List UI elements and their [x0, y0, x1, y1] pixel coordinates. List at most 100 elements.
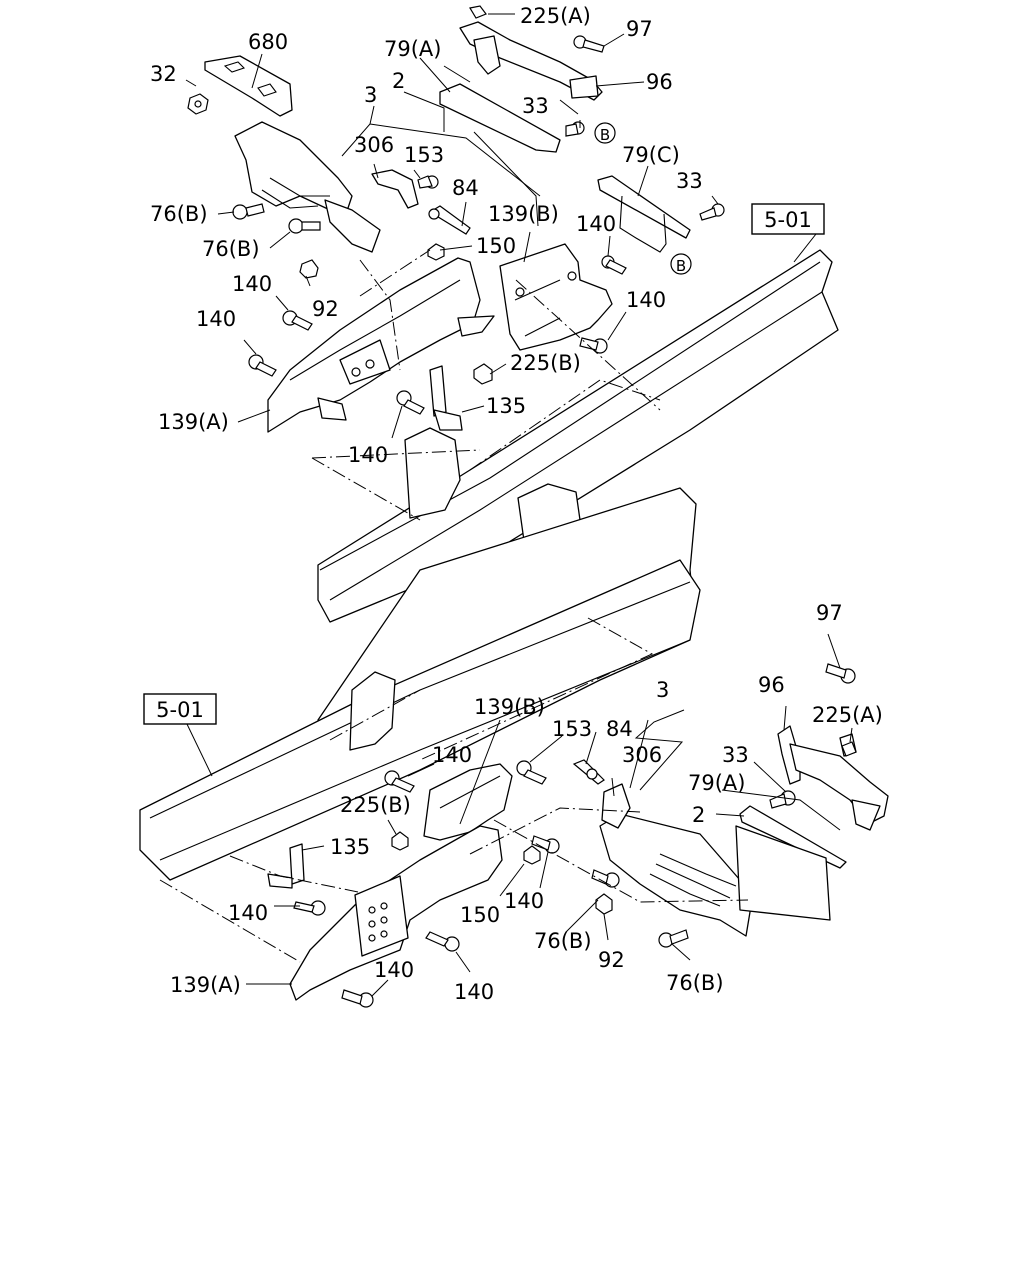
bolt-140-upper-3: [601, 255, 627, 275]
reference-box-lower: 5-01: [143, 693, 217, 725]
callout-153-upper: 153: [404, 143, 444, 167]
callout-225b-upper: 225(B): [510, 351, 581, 375]
callout-76b-lower-1: 76(B): [534, 929, 592, 953]
callout-135-lower: 135: [330, 835, 370, 859]
nut-32: [187, 93, 209, 115]
callout-33-upper: 33: [522, 94, 549, 118]
callout-150-lower: 150: [460, 903, 500, 927]
reference-box-upper: 5-01: [751, 203, 825, 235]
bolt-76b-upper-2: [288, 218, 321, 234]
nut-92-upper: [299, 259, 319, 279]
stud-84-upper: [428, 205, 471, 235]
bracket-79a-lower: [777, 725, 889, 831]
callout-2-lower: 2: [692, 803, 705, 827]
callout-306-upper: 306: [354, 133, 394, 157]
reference-label-lower: 5-01: [156, 698, 204, 722]
callout-32: 32: [150, 62, 177, 86]
bolt-140-upper-4: [579, 337, 608, 354]
callout-140-lower-1: 140: [432, 743, 472, 767]
bracket-139b-upper: [499, 243, 613, 351]
callout-135-upper: 135: [486, 394, 526, 418]
callout-153-lower: 153: [552, 717, 592, 741]
bolt-140-lower-5: [341, 989, 374, 1008]
bolt-153-upper: [417, 175, 439, 189]
centerlines-upper: [311, 249, 661, 521]
bolt-153-lower: [516, 760, 547, 785]
callout-79c: 79(C): [622, 143, 680, 167]
callout-33-clip: 33: [676, 169, 703, 193]
callout-140-lower-3: 140: [228, 901, 268, 925]
bolt-140-lower-2: [531, 835, 560, 854]
callout-92-lower: 92: [598, 948, 625, 972]
clip-79c: [597, 175, 691, 253]
bolt-76b-lower-2: [658, 929, 689, 948]
bolt-33-clip: [699, 203, 725, 221]
callout-76b-lower-2: 76(B): [666, 971, 724, 995]
callout-97-lower: 97: [816, 601, 843, 625]
bolt-140-upper-2: [248, 354, 277, 377]
callout-150-upper: 150: [476, 234, 516, 258]
bolt-33-lower: [769, 790, 796, 809]
bracket-306-upper: [371, 169, 419, 209]
strap-135-upper: [429, 365, 463, 431]
callout-92-upper: 92: [312, 297, 339, 321]
bolt-225a-upper: [469, 5, 487, 19]
bolt-97-upper: [573, 35, 605, 53]
circle-b-label-1: B: [600, 126, 610, 144]
bracket-79a-upper: [459, 21, 603, 101]
plate-2-lower: [735, 805, 847, 921]
callout-140-upper-3: 140: [576, 212, 616, 236]
plate-2-upper: [439, 83, 561, 153]
callout-76b-upper-1: 76(B): [150, 202, 208, 226]
callout-96-upper: 96: [646, 70, 673, 94]
nut-150-upper: [427, 243, 445, 261]
callout-79a-lower: 79(A): [688, 771, 745, 795]
callout-33-lower: 33: [722, 743, 749, 767]
callout-140-lower-4: 140: [454, 980, 494, 1004]
callout-139b-lower: 139(B): [474, 695, 545, 719]
bolt-97-lower: [825, 663, 856, 684]
callout-139a-upper: 139(A): [158, 410, 229, 434]
nut-225b-upper: [473, 363, 493, 385]
callout-140-upper-1: 140: [232, 272, 272, 296]
bolt-140-lower-3: [293, 900, 326, 916]
callout-96-lower: 96: [758, 673, 785, 697]
callout-140-lower-5: 140: [374, 958, 414, 982]
callout-140-upper-4: 140: [626, 288, 666, 312]
callout-139b-upper: 139(B): [488, 202, 559, 226]
circle-b-marker-2: B: [670, 253, 692, 275]
callout-140-lower-2: 140: [504, 889, 544, 913]
mudguard-3-upper: [234, 121, 381, 253]
callout-225a-lower: 225(A): [812, 703, 883, 727]
bolt-140-upper-1: [282, 310, 313, 331]
callout-84-upper: 84: [452, 176, 479, 200]
nut-92-lower: [595, 893, 613, 915]
bolt-76b-lower-1: [591, 869, 620, 888]
bracket-139a-lower: [289, 825, 503, 1001]
callout-140-upper-5: 140: [348, 443, 388, 467]
callout-76b-upper-2: 76(B): [202, 237, 260, 261]
callout-306-lower: 306: [622, 743, 662, 767]
leader-lines: [185, 13, 853, 997]
centerlines-lower: [159, 617, 749, 963]
callout-680: 680: [248, 30, 288, 54]
nut-150-lower: [523, 845, 541, 865]
reference-label-upper: 5-01: [764, 208, 812, 232]
callout-3-upper: 3: [364, 83, 377, 107]
bolt-225a-lower: [841, 741, 857, 757]
bolt-140-lower-1: [384, 770, 415, 793]
bolt-33-upper: [565, 121, 585, 137]
callout-2-upper: 2: [392, 69, 405, 93]
bracket-139a-upper: [267, 257, 495, 433]
part-680-cover: [204, 55, 293, 117]
callout-140-upper-2: 140: [196, 307, 236, 331]
callout-79a-upper: 79(A): [384, 37, 441, 61]
callout-225a-upper: 225(A): [520, 4, 591, 28]
bolt-140-lower-4: [425, 931, 460, 952]
nut-225b-lower: [391, 831, 409, 851]
callout-3-lower: 3: [656, 678, 669, 702]
bolt-140-upper-5: [396, 390, 425, 415]
callout-84-lower: 84: [606, 717, 633, 741]
callout-97-upper: 97: [626, 17, 653, 41]
